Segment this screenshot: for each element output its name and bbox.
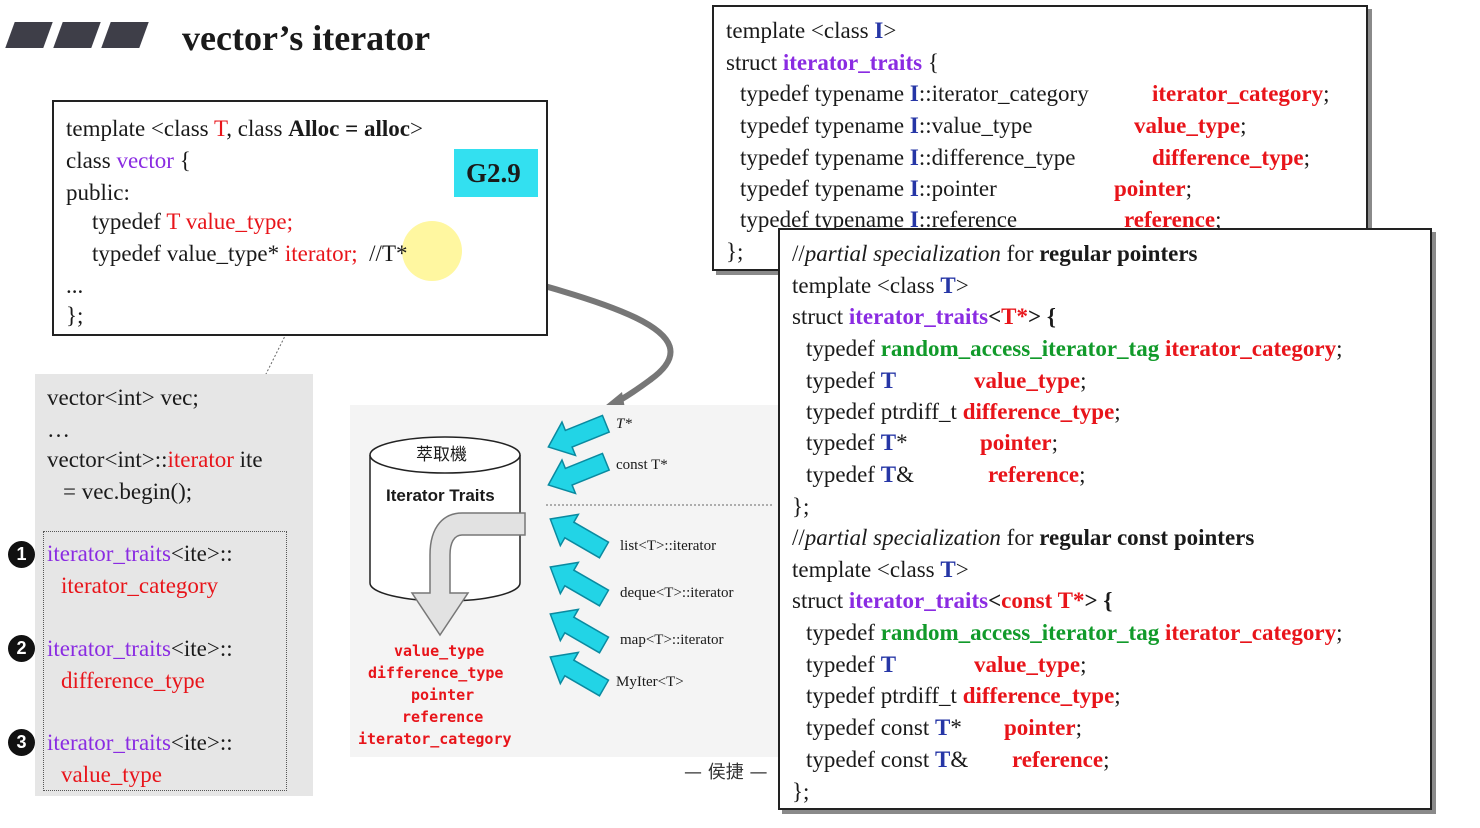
cyan-arrow: [549, 561, 610, 607]
traits-member: pointer;: [1114, 176, 1192, 201]
t-star-highlight: [402, 221, 462, 281]
spec-member: pointer;: [1004, 715, 1082, 740]
spec-row: typedef T: [806, 368, 897, 393]
traits-row: typedef typename I::iterator_category: [740, 81, 1089, 106]
spec-member: value_type;: [974, 368, 1087, 393]
spec-member: pointer;: [980, 430, 1058, 455]
cylinder-label-cn: 萃取機: [416, 445, 467, 465]
code-line: ...: [66, 273, 84, 298]
cyan-arrow: [547, 452, 611, 495]
cyan-arrow: [549, 651, 610, 697]
slide-title: vector’s iterator: [182, 18, 431, 58]
input-label: MyIter<T>: [616, 674, 684, 690]
step-number-3: 3: [8, 729, 35, 756]
traits-member: iterator_category;: [1152, 81, 1330, 106]
dotted-link-line: [227, 261, 323, 451]
traits-member: difference_type;: [1152, 145, 1310, 170]
spec-member: reference;: [988, 462, 1086, 487]
spec-row: typedef random_access_iterator_tag itera…: [806, 620, 1343, 645]
spec-row: typedef ptrdiff_t difference_type;: [806, 399, 1121, 424]
code-line: struct iterator_traits<const T*> {: [792, 588, 1113, 613]
cyan-arrow: [549, 608, 610, 654]
code-line: typedef T value_type;: [92, 209, 293, 234]
output-arrow: [410, 512, 526, 637]
step-number-1: 1: [8, 541, 35, 568]
partial-specialization-box: //partial specialization for regular poi…: [778, 228, 1432, 810]
spec-row: typedef ptrdiff_t difference_type;: [806, 683, 1121, 708]
code-line: typedef value_type* iterator; //T*: [92, 241, 408, 266]
query-line: iterator_traits<ite>::: [47, 636, 233, 661]
code-line: };: [726, 239, 744, 264]
comment-line: //partial specialization for regular con…: [792, 525, 1255, 550]
query-member: value_type: [61, 762, 162, 787]
code-line: = vec.begin();: [63, 479, 193, 504]
code-line: template <class I>: [726, 18, 897, 43]
traits-diagram: [369, 414, 774, 697]
spec-member: value_type;: [974, 652, 1087, 677]
traits-row: typedef typename I::difference_type: [740, 145, 1076, 170]
query-member: difference_type: [61, 668, 205, 693]
code-line: vector<int>::iterator ite: [47, 447, 263, 472]
input-label: deque<T>::iterator: [620, 585, 734, 601]
traits-member: value_type;: [1134, 113, 1247, 138]
step-number-2: 2: [8, 635, 35, 662]
output-type: difference_type: [368, 664, 504, 682]
vector-class-box: G2.9 template <class T, class Alloc = al…: [52, 100, 548, 336]
code-line: vector<int> vec;: [47, 385, 199, 410]
spec-row: typedef random_access_iterator_tag itera…: [806, 336, 1343, 361]
author-credit: — 侯捷 —: [684, 762, 768, 783]
traits-row: typedef typename I::pointer: [740, 176, 997, 201]
code-line: };: [792, 779, 810, 804]
output-type: pointer: [411, 686, 475, 704]
code-line: };: [792, 494, 810, 519]
code-line: template <class T>: [792, 273, 969, 298]
code-line: template <class T, class Alloc = alloc>: [66, 116, 423, 141]
spec-row: typedef const T*: [806, 715, 962, 740]
code-line: class vector {: [66, 148, 191, 173]
cylinder-top: [369, 436, 521, 474]
code-line: template <class T>: [792, 557, 969, 582]
cylinder-label-en: Iterator Traits: [386, 486, 495, 505]
spec-row: typedef T&: [806, 462, 914, 487]
comment-line: //partial specialization for regular poi…: [792, 241, 1198, 266]
code-line: …: [47, 417, 70, 442]
input-label: const T*: [616, 457, 668, 473]
query-line: iterator_traits<ite>::: [47, 730, 233, 755]
cyan-arrow: [547, 414, 611, 457]
input-label: list<T>::iterator: [620, 538, 717, 554]
traits-row: typedef typename I::value_type: [740, 113, 1033, 138]
spec-row: typedef T: [806, 652, 897, 677]
traits-row: typedef typename I::reference: [740, 207, 1018, 232]
traits-member: reference;: [1124, 207, 1222, 232]
spec-row: typedef T*: [806, 430, 908, 455]
query-line: iterator_traits<ite>::: [47, 541, 233, 566]
output-type: reference: [402, 708, 484, 726]
code-line: public:: [66, 180, 130, 205]
query-member: iterator_category: [61, 573, 219, 598]
input-label: T*: [616, 416, 632, 432]
spec-member: reference;: [1012, 747, 1110, 772]
usage-panel: vector<int> vec; … vector<int>::iterator…: [35, 374, 313, 796]
code-line: struct iterator_traits {: [726, 50, 939, 75]
code-line: };: [66, 303, 84, 328]
output-type: value_type: [394, 642, 485, 660]
cyan-arrow: [549, 513, 610, 559]
spec-row: typedef const T&: [806, 747, 969, 772]
output-type: iterator_category: [358, 730, 512, 748]
input-label: map<T>::iterator: [620, 632, 724, 648]
code-line: struct iterator_traits<T*> {: [792, 304, 1056, 329]
query-list: [43, 531, 287, 791]
g29-badge: [454, 149, 538, 197]
g29-badge-label: G2.9: [466, 158, 521, 188]
